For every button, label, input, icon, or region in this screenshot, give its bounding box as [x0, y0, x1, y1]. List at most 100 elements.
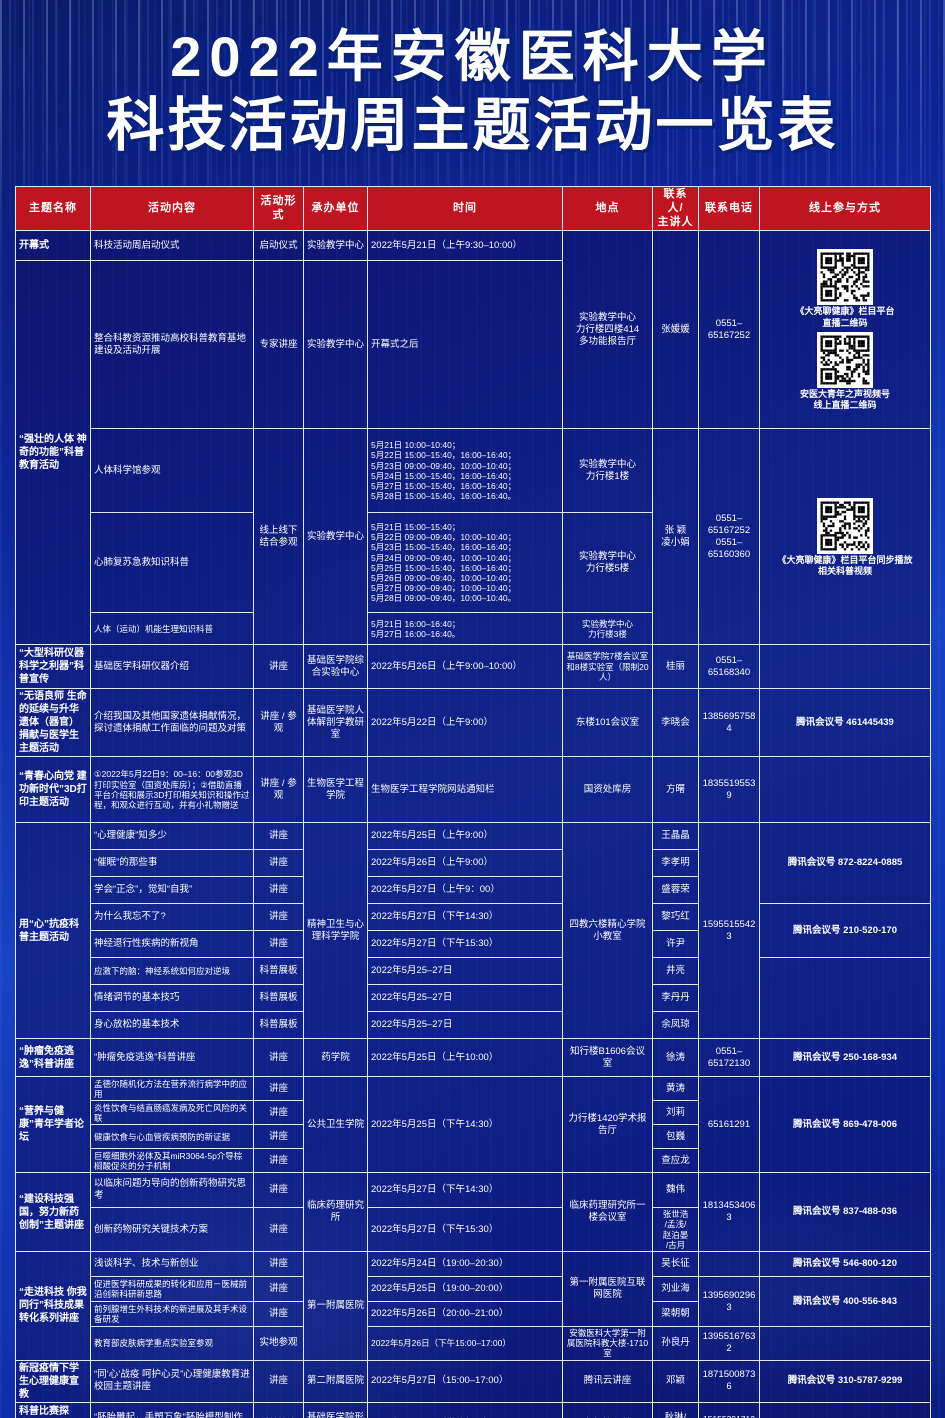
- table-cell: 讲座: [253, 1207, 304, 1252]
- table-cell: 科普展板: [253, 984, 304, 1013]
- table-cell: 0551– 65167252: [698, 230, 760, 430]
- table-cell: 身心放松的基本技术: [90, 1011, 254, 1040]
- table-cell: 情绪调节的基本技巧: [90, 984, 254, 1013]
- table-cell: 梁朝朝: [652, 1301, 699, 1327]
- table-cell: 第一附属医院互联网医院: [562, 1251, 653, 1327]
- table-cell: 2022年5月22日（上午9:00）: [367, 688, 563, 758]
- table-cell: 2022年5月27日（下午15:30）: [367, 1207, 563, 1252]
- table-cell: 邓颖: [652, 1359, 699, 1403]
- table-cell: 讲座: [253, 1301, 304, 1327]
- table-cell: 2022年5月21日（上午9:30–10:00）: [367, 230, 563, 262]
- column-header: 联系电话: [698, 185, 760, 232]
- table-cell: 专家讲座: [253, 260, 304, 430]
- table-cell: 讲座: [253, 930, 304, 959]
- table-cell: “强壮的人体 神奇的功能”科普教育活动: [15, 260, 91, 646]
- table-cell: 腾讯会议号 400-556-843: [759, 1276, 931, 1327]
- table-cell: 生物医学工程学院: [303, 756, 368, 824]
- table-cell: 实验教学中心 力行楼四楼414 多功能报告厅: [562, 230, 653, 430]
- table-cell: 国资处库房: [562, 756, 653, 824]
- table-cell: 2022年5月27日（下午14:30）: [367, 903, 563, 932]
- table-cell: 18715008736: [698, 1359, 760, 1403]
- table-cell: 刘业海: [652, 1276, 699, 1302]
- table-cell: 黄涛: [652, 1076, 699, 1102]
- table-cell: 启动仪式: [253, 230, 304, 262]
- column-header: 线上参与方式: [759, 185, 931, 232]
- table-cell: 18355195539: [698, 756, 760, 824]
- table-cell: 2022年5月27日（15:00–17:00）: [367, 1359, 563, 1403]
- table-cell: 讲座: [253, 644, 304, 690]
- column-header: 主题名称: [15, 185, 91, 232]
- qr-caption: 安医大青年之声视频号 线上直播二维码: [799, 388, 890, 410]
- table-cell: 2022年5月25–27日: [367, 984, 563, 1013]
- table-cell: “大型科研仪器 科学之利器”科普宣传: [15, 644, 91, 690]
- table-cell: 科普比赛: [253, 1401, 304, 1418]
- table-cell: “无语良师 生命的延续与升华遗体（器官）捐献与医学生主题活动: [15, 688, 91, 758]
- table-cell: “心理健康”知多少: [90, 822, 254, 851]
- table-cell: 2022年5月24日（19:00–20:30）: [367, 1251, 563, 1277]
- column-header: 地点: [562, 185, 653, 232]
- table-cell: 讲座: [253, 1100, 304, 1126]
- table-cell: 吴长征: [652, 1251, 699, 1277]
- table-cell: 讲座: [253, 903, 304, 932]
- table-cell: 桂丽: [652, 644, 699, 690]
- table-cell: 2022年5月25日（下午14:30）: [367, 1076, 563, 1174]
- table-cell: 实验教学中心: [303, 230, 368, 262]
- table-cell: 孟德尔随机化方法在营养流行病学中的应用: [90, 1076, 254, 1102]
- table-cell: 教育部皮肤病学重点实验室参观: [90, 1326, 254, 1361]
- table-cell: “走进科技 你我同行”科技成果转化系列讲座: [15, 1251, 91, 1361]
- table-row: 健康饮食与心血管疾病预防的新证据讲座包巍: [16, 1124, 931, 1150]
- table-cell: 讲座: [253, 876, 304, 905]
- table-cell: 2022年5月25–27日: [367, 1011, 563, 1040]
- table-cell: 科普比赛探索“成长”的秘密: [15, 1401, 91, 1418]
- qr-code: [817, 331, 873, 388]
- table-cell: 神经退行性疾病的新视角: [90, 930, 254, 959]
- table-cell: 科技活动周启动仪式: [90, 230, 254, 262]
- table-cell: 以临床问题为导向的创新药物研究思考: [90, 1172, 254, 1209]
- table-cell: 2022年5月25日（上午10:00）: [367, 1038, 563, 1078]
- table-cell: 余凤琼: [652, 1011, 699, 1040]
- table-cell: 科普展板: [253, 1011, 304, 1040]
- table-cell: 力行楼12楼: [562, 1401, 653, 1418]
- table-cell: 腾讯会议号 872-8224-0885: [759, 822, 931, 905]
- table-cell: 2022年5月25日（微信扫码）: [367, 1401, 563, 1418]
- table-cell: 讲座: [253, 1124, 304, 1150]
- column-header: 联系人/ 主讲人: [652, 185, 699, 232]
- table-cell: [759, 644, 931, 690]
- table-cell: 讲座: [253, 1172, 304, 1209]
- table-cell: 基础医学科研仪器介绍: [90, 644, 254, 690]
- table-cell: 张 颖 凌小娟: [652, 428, 699, 646]
- poster-title-line1: 2022年安徽医科大学: [170, 25, 775, 88]
- table-cell: 基础医学院7楼会议室和8楼实验室（限制20人）: [562, 644, 653, 690]
- poster-title: 2022年安徽医科大学 科技活动周主题活动一览表: [0, 26, 945, 157]
- table-cell: 5月21日 15:00–15:40； 5月22日 09:00–09:40，10:…: [367, 512, 563, 614]
- table-cell: 新冠疫情下学生心理健康宣教: [15, 1359, 91, 1403]
- table-cell: 2022年5月25日（19:00–20:00）: [367, 1276, 563, 1302]
- table-cell: 方曙: [652, 756, 699, 824]
- table-cell: 实验教学中心 力行楼1楼: [562, 428, 653, 514]
- table-cell: 实地参观: [253, 1326, 304, 1361]
- table-row: “营养与健康”青年学者论坛孟德尔随机化方法在营养流行病学中的应用讲座公共卫生学院…: [15, 1076, 931, 1174]
- table-cell: 13955167632: [698, 1326, 760, 1361]
- table-cell: 孙良丹: [652, 1326, 699, 1361]
- table-cell: 0551– 65168340: [698, 644, 760, 690]
- table-cell: 知行楼B1606会议室: [562, 1038, 653, 1078]
- table-cell: 王晶晶: [652, 822, 699, 851]
- table-cell: [759, 756, 931, 824]
- poster-title-line2: 科技活动周主题活动一览表: [106, 92, 839, 158]
- table-cell: 应激下的脑：神经系统如何应对逆境: [90, 957, 254, 986]
- table-cell: 2022年5月25–27日: [367, 957, 563, 986]
- table-cell: [759, 957, 931, 1040]
- table-cell: “建设科技强国，努力新药创制”主题讲座: [15, 1172, 91, 1252]
- table-cell: 第二附属医院: [303, 1359, 368, 1403]
- table-cell: 实验教学中心 力行楼3楼: [562, 612, 653, 646]
- table-cell: “催眠”的那些事: [90, 849, 254, 878]
- table-cell: 井亮: [652, 957, 699, 986]
- column-header: 承办单位: [303, 185, 368, 232]
